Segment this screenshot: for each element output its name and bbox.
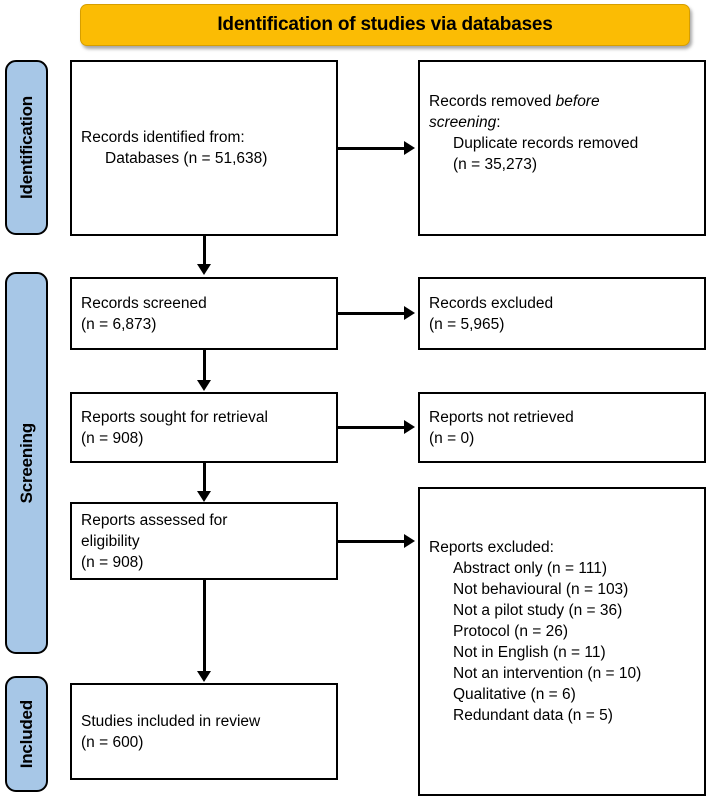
box-reports-sought: Reports sought for retrieval (n = 908)	[70, 392, 338, 463]
arrow-assessed-to-excluded	[404, 534, 415, 548]
stage-label-identification-text: Identification	[16, 96, 36, 199]
connector-sought-to-not-retrieved	[338, 426, 404, 429]
reports-not-retrieved-line-1: Reports not retrieved	[429, 408, 574, 426]
connector-screened-to-excluded	[338, 312, 404, 315]
arrow-identified-to-removed	[404, 141, 415, 155]
records-removed-line-3: Duplicate records removed	[453, 135, 639, 152]
reports-assessed-line-2: eligibility	[81, 532, 140, 550]
reports-excluded-reason: Redundant data (n = 5)	[453, 707, 613, 724]
records-removed-line-2: screening:	[429, 114, 501, 131]
reports-excluded-reason: Not a pilot study (n = 36)	[453, 602, 623, 619]
box-records-excluded: Records excluded (n = 5,965)	[418, 277, 706, 350]
reports-assessed-line-1: Reports assessed for	[81, 511, 228, 529]
reports-not-retrieved-line-2: (n = 0)	[429, 429, 475, 447]
records-screened-line-2: (n = 6,873)	[81, 315, 157, 333]
box-reports-excluded: Reports excluded: Abstract only (n = 111…	[418, 487, 706, 796]
reports-excluded-heading: Reports excluded:	[429, 539, 554, 556]
reports-excluded-reason: Protocol (n = 26)	[453, 623, 569, 640]
connector-identified-to-removed	[338, 147, 404, 150]
box-records-screened: Records screened (n = 6,873)	[70, 277, 338, 350]
connector-assessed-to-excluded	[338, 540, 404, 543]
records-identified-line-1: Records identified from:	[81, 129, 245, 146]
stage-label-identification: Identification	[5, 60, 48, 235]
connector-sought-to-assessed	[203, 463, 206, 491]
connector-identified-to-screened	[203, 236, 206, 264]
diagram-title: Identification of studies via databases	[217, 14, 553, 35]
studies-included-line-1: Studies included in review	[81, 712, 261, 730]
reports-assessed-line-3: (n = 908)	[81, 553, 144, 571]
arrow-identified-to-screened	[197, 264, 211, 275]
reports-excluded-reason: Qualitative (n = 6)	[453, 686, 576, 703]
reports-excluded-reason: Not an intervention (n = 10)	[453, 665, 642, 682]
box-reports-not-retrieved: Reports not retrieved (n = 0)	[418, 392, 706, 463]
reports-excluded-reason: Not in English (n = 11)	[453, 644, 606, 661]
connector-screened-to-sought	[203, 350, 206, 380]
reports-sought-line-2: (n = 908)	[81, 429, 144, 447]
stage-label-screening: Screening	[5, 272, 48, 654]
arrow-sought-to-assessed	[197, 491, 211, 502]
box-studies-included: Studies included in review (n = 600)	[70, 683, 338, 780]
studies-included-line-2: (n = 600)	[81, 733, 144, 751]
reports-excluded-reason: Not behavioural (n = 103)	[453, 581, 629, 598]
records-screened-line-1: Records screened	[81, 294, 207, 312]
connector-assessed-to-included	[203, 580, 206, 671]
records-excluded-line-2: (n = 5,965)	[429, 315, 505, 333]
box-records-identified: Records identified from: Databases (n = …	[70, 60, 338, 236]
reports-excluded-reason: Abstract only (n = 111)	[453, 560, 608, 577]
stage-label-included: Included	[5, 676, 48, 792]
stage-label-included-text: Included	[16, 699, 36, 769]
records-identified-line-2: Databases (n = 51,638)	[105, 150, 268, 167]
records-excluded-line-1: Records excluded	[429, 294, 554, 312]
arrow-assessed-to-included	[197, 671, 211, 682]
arrow-screened-to-excluded	[404, 306, 415, 320]
box-records-removed: Records removed before screening: Duplic…	[418, 60, 706, 236]
records-removed-line-4: (n = 35,273)	[453, 156, 538, 173]
box-reports-assessed: Reports assessed for eligibility (n = 90…	[70, 502, 338, 580]
diagram-header-banner: Identification of studies via databases	[80, 4, 690, 46]
stage-label-screening-text: Screening	[16, 422, 36, 504]
arrow-screened-to-sought	[197, 380, 211, 391]
records-removed-line-1: Records removed before	[429, 93, 600, 110]
arrow-sought-to-not-retrieved	[404, 420, 415, 434]
reports-sought-line-1: Reports sought for retrieval	[81, 408, 268, 426]
